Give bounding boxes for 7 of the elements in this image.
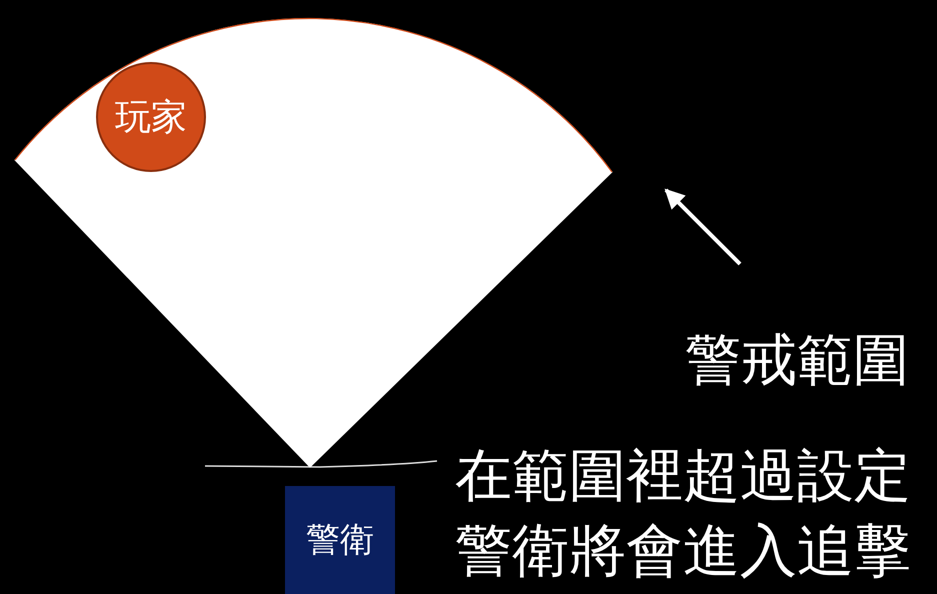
description-text: 警衛將會進入追擊 bbox=[455, 517, 911, 586]
guard-box bbox=[285, 486, 395, 594]
range-label: 警戒範圍 bbox=[685, 327, 909, 395]
player-label: 玩家 bbox=[115, 96, 187, 140]
description-text: 在範圍裡超過設定 bbox=[455, 442, 911, 511]
arrow bbox=[664, 188, 742, 266]
guard-label: 警衛 bbox=[306, 519, 374, 562]
